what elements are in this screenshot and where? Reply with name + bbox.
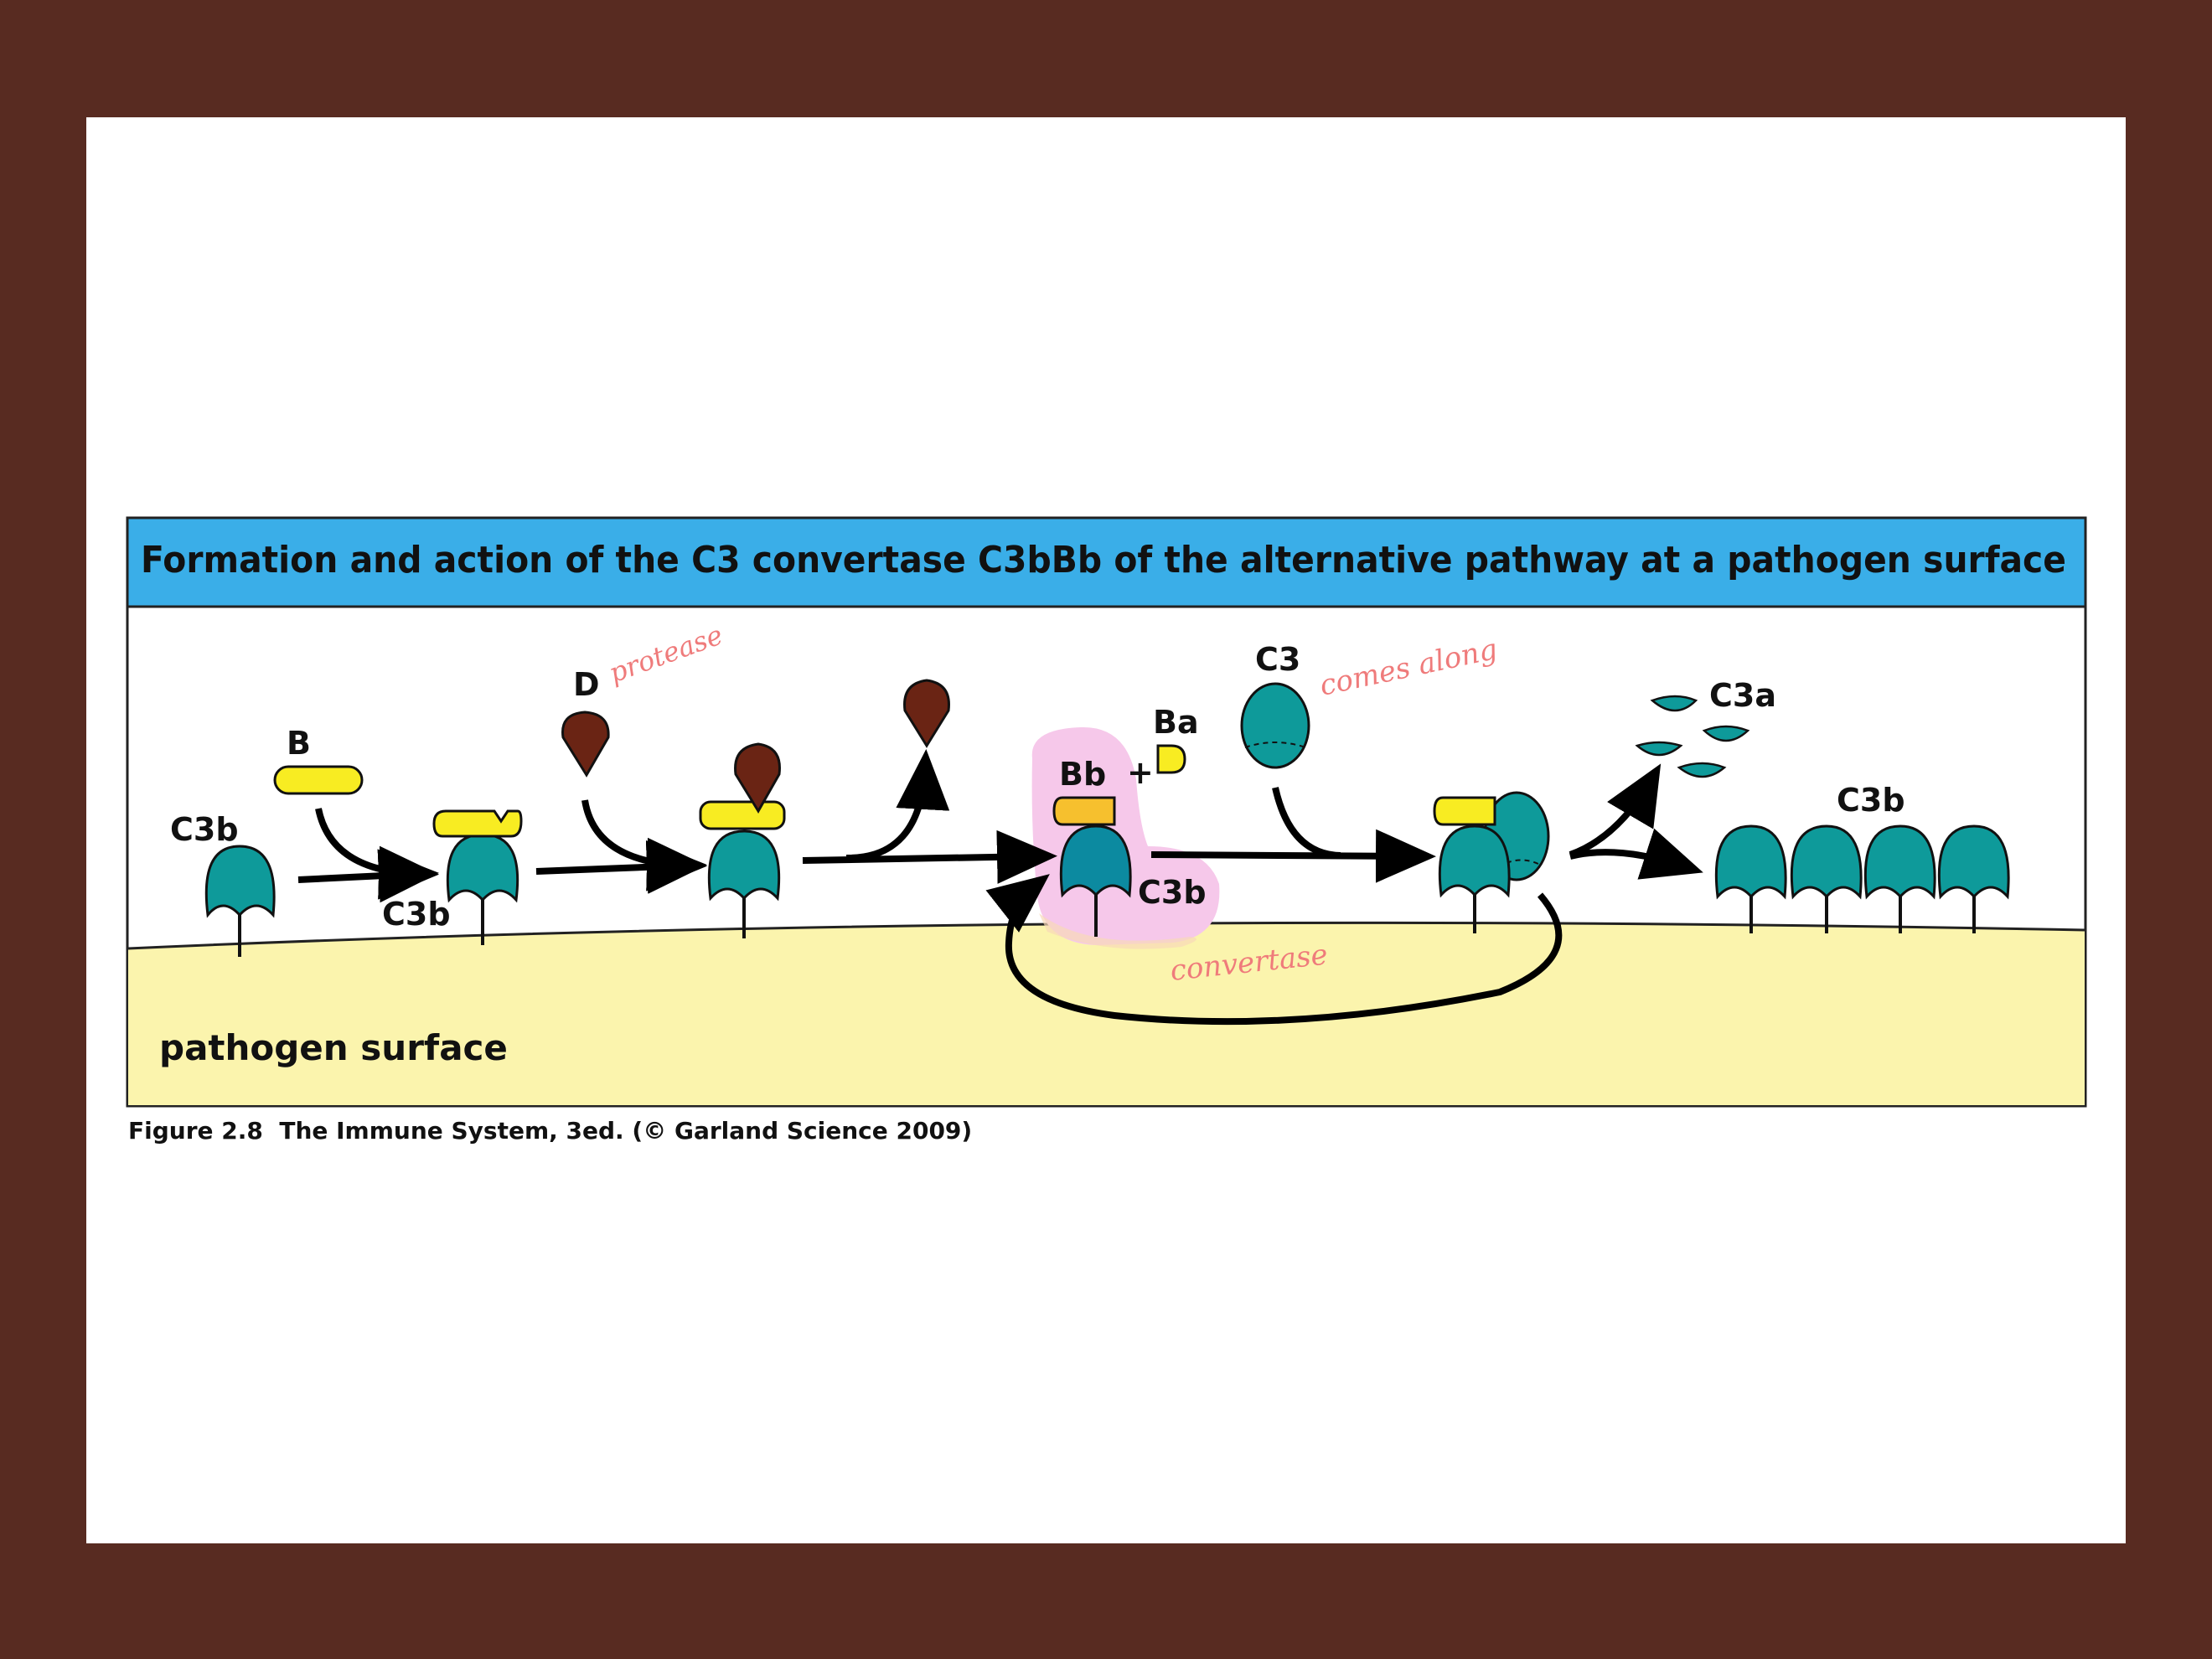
factor-d-label: D [573, 666, 600, 703]
figure-caption: Figure 2.8 The Immune System, 3ed. (© Ga… [128, 1117, 973, 1145]
c3b-b-complex [432, 809, 523, 945]
title-bar [126, 516, 2087, 608]
convertase-highlight [1031, 726, 1220, 945]
factor-d-released [903, 679, 950, 748]
convertase-with-c3 [1433, 791, 1550, 933]
surface-label: pathogen surface [159, 1027, 508, 1068]
convertase-c3bbb [1052, 796, 1132, 937]
factor-b-label: B [287, 725, 311, 762]
plus-sign: + [1127, 754, 1154, 791]
arrow-stage1 [297, 849, 439, 903]
c3b-b-d-complex [699, 742, 786, 938]
deposited-c3b-2 [1790, 824, 1863, 933]
c3b-label-3: C3b [1138, 874, 1207, 911]
ba-label: Ba [1153, 704, 1199, 741]
c3-molecule [1240, 682, 1310, 769]
factor-b [273, 765, 364, 795]
arrow-binding-d [581, 799, 707, 892]
deposited-c3b-3 [1863, 824, 1936, 933]
c3a-fragments [1635, 695, 1750, 778]
arrow-c3b-deposit [1569, 828, 1703, 880]
figure-title: Formation and action of the C3 convertas… [141, 539, 2066, 581]
c3b-label-2: C3b [382, 896, 451, 933]
c3-label: C3 [1255, 641, 1300, 678]
arrow-d-release [845, 749, 950, 862]
convertase-loop-arrow [985, 874, 1563, 1026]
arrow-stage3 [802, 830, 1057, 884]
deposited-c3b-4 [1937, 824, 2010, 933]
c3a-label: C3a [1709, 677, 1776, 714]
ba-fragment [1156, 744, 1186, 774]
c3b-molecule-1 [204, 845, 276, 957]
arrow-c3-binding [1272, 787, 1341, 859]
c3b-label-1: C3b [170, 811, 239, 848]
arrow-c3a-release [1569, 763, 1662, 858]
arrow-stage4 [1150, 829, 1436, 883]
c3b-label-4: C3b [1837, 782, 1905, 819]
convertase-highlight-bottom [1039, 913, 1196, 949]
factor-d [561, 711, 610, 778]
deposited-c3b-1 [1714, 824, 1787, 933]
bb-label: Bb [1059, 756, 1106, 793]
